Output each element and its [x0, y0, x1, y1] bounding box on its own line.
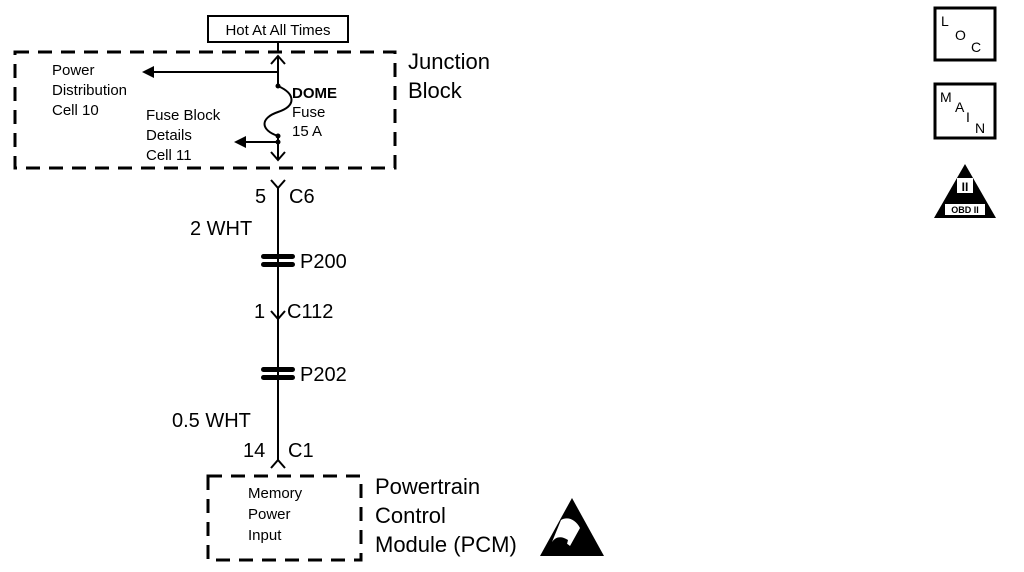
svg-text:A: A — [955, 99, 965, 115]
fuse-block-details-line2: Details — [146, 127, 192, 144]
connector-c112-pin: 1 — [254, 301, 265, 323]
fuse-name: DOME — [292, 85, 337, 102]
hot-label: Hot At All Times — [225, 22, 330, 39]
svg-text:OBD II: OBD II — [951, 205, 979, 215]
junction-block-outline — [13, 50, 397, 170]
splice-p200-label: P200 — [300, 251, 347, 273]
connector-c112-name: C112 — [287, 301, 333, 323]
power-distribution-arrow — [142, 66, 154, 78]
wire-2-label: 0.5 WHT — [172, 410, 251, 432]
fuse-rating: 15 A — [292, 123, 322, 140]
junction-block-label-line2: Block — [408, 78, 463, 103]
fuse-block-details-line3: Cell 11 — [146, 147, 192, 164]
svg-text:O: O — [955, 27, 966, 43]
junction-block-label-line1: Junction — [408, 49, 490, 74]
main-icon: M A I N — [933, 82, 997, 140]
pcm-label-line3: Module (PCM) — [375, 532, 517, 557]
pcm-input-line1: Memory — [248, 485, 303, 502]
svg-text:C: C — [971, 39, 981, 55]
wire-1-label: 2 WHT — [190, 218, 252, 240]
svg-text:M: M — [940, 89, 952, 105]
connector-c6-pin: 5 — [255, 186, 266, 208]
svg-text:L: L — [941, 13, 949, 29]
splice-p202-symbol — [261, 366, 295, 382]
pcm-label-line2: Control — [375, 503, 446, 528]
pcm-outline — [206, 474, 363, 562]
power-distribution-line1: Power — [52, 62, 95, 79]
pcm-input-line3: Input — [248, 527, 282, 544]
svg-text:N: N — [975, 120, 985, 136]
power-distribution-line3: Cell 10 — [52, 102, 99, 119]
fuse-symbol — [263, 85, 293, 137]
connector-c6-name: C6 — [289, 186, 315, 208]
fuse-block-details-arrow — [234, 136, 246, 148]
splice-p202-label: P202 — [300, 364, 347, 386]
connector-c1-name: C1 — [288, 440, 314, 462]
down-arrow-icon — [270, 151, 286, 162]
connector-c1-symbol — [270, 458, 286, 469]
fuse-type: Fuse — [292, 104, 325, 121]
fuse-block-details-line1: Fuse Block — [146, 107, 221, 124]
svg-text:I: I — [966, 109, 970, 125]
splice-p200-symbol — [261, 252, 295, 269]
power-distribution-line2: Distribution — [52, 82, 127, 99]
esd-sensitive-icon — [540, 498, 604, 556]
loc-icon: L O C — [933, 6, 997, 62]
connector-c1-pin: 14 — [243, 440, 265, 462]
pcm-label-line1: Powertrain — [375, 474, 480, 499]
pcm-input-line2: Power — [248, 506, 291, 523]
svg-text:II: II — [962, 180, 969, 194]
obd-ii-icon: II OBD II — [934, 164, 996, 218]
connector-c6-symbol — [270, 179, 286, 190]
